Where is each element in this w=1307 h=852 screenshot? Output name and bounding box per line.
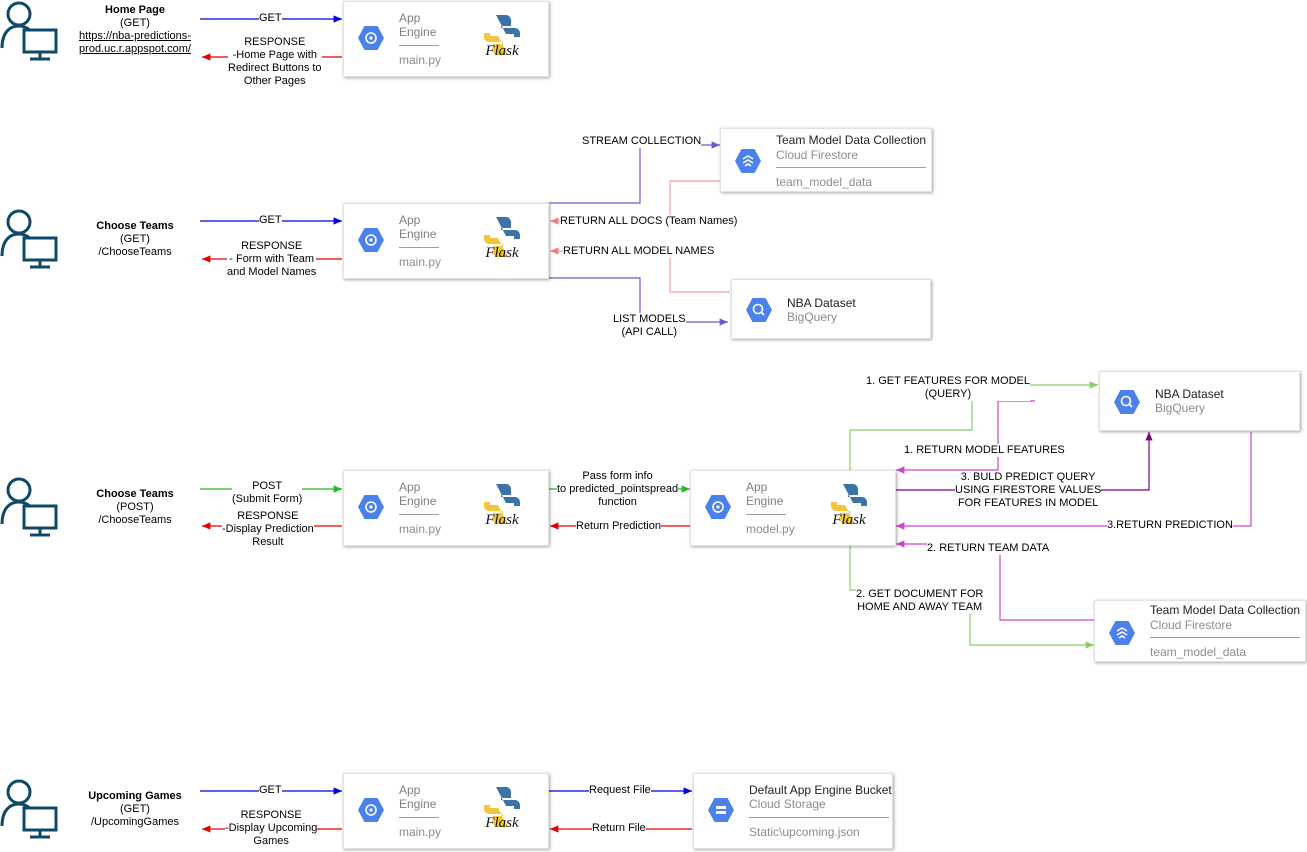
bigquery-sub: BigQuery — [787, 310, 838, 324]
edge-label: Return File — [592, 822, 646, 835]
edge-label: GET — [259, 214, 282, 227]
edge-label: Pass form info to predicted_pointspread … — [557, 470, 679, 509]
bigquery-title: NBA Dataset — [787, 296, 856, 310]
svg-text:Flask: Flask — [484, 43, 519, 59]
user-title: Upcoming Games — [88, 790, 182, 802]
edge-label: Return Prediction — [576, 520, 661, 533]
user-method: (GET) — [120, 17, 150, 29]
user-home-page: Home Page (GET) https://nba-predictions-… — [60, 4, 210, 56]
cloud-storage-card: Default App Engine Bucket Cloud Storage … — [693, 773, 893, 849]
firestore-title: Team Model Data Collection — [776, 133, 927, 147]
user-computer-icon — [0, 1, 58, 61]
edge-label: 1. GET FEATURES FOR MODEL (QUERY) — [866, 375, 1031, 401]
app-engine-title: App Engine — [399, 213, 437, 241]
app-engine-file: main.py — [399, 53, 442, 67]
edge-label: RESPONSE -Home Page with Redirect Button… — [228, 36, 322, 88]
firestore-card: Team Model Data Collection Cloud Firesto… — [720, 128, 932, 192]
edge-label: POST (Submit Form) — [232, 480, 303, 506]
edge-label: RETURN ALL DOCS (Team Names) — [560, 215, 738, 228]
user-title: Choose Teams — [96, 488, 174, 500]
user-method: (GET) — [120, 803, 150, 815]
app-engine-card: App Engine main.py Flask — [343, 1, 549, 77]
firestore-title: Team Model Data Collection — [1150, 603, 1301, 617]
user-path: /ChooseTeams — [98, 246, 172, 258]
edge-label: RESPONSE - Form with Team and Model Name… — [227, 240, 317, 279]
app-engine-icon — [358, 798, 384, 822]
bigquery-sub: BigQuery — [1155, 401, 1206, 415]
storage-title: Default App Engine Bucket — [749, 783, 892, 797]
flask-logo-icon: Flask — [484, 787, 520, 831]
app-engine-card: App Engine main.py Flask — [343, 773, 549, 849]
bigquery-title: NBA Dataset — [1155, 387, 1224, 401]
edge-label: RETURN ALL MODEL NAMES — [563, 245, 715, 258]
user-upcoming-games: Upcoming Games (GET) /UpcomingGames — [60, 790, 210, 829]
app-engine-title: App Engine — [746, 480, 784, 508]
bigquery-card: NBA Dataset BigQuery — [1099, 371, 1300, 431]
model-app-engine-card: App Engine model.py Flask — [690, 470, 896, 546]
storage-sub: Cloud Storage — [749, 797, 826, 811]
bigquery-icon — [1114, 390, 1140, 414]
edge-label: GET — [259, 12, 282, 25]
svg-text:Flask: Flask — [484, 512, 519, 528]
edge-label: 2. RETURN TEAM DATA — [927, 542, 1050, 555]
user-title: Choose Teams — [96, 220, 174, 232]
edge-label: 1. RETURN MODEL FEATURES — [904, 444, 1065, 457]
user-computer-icon — [0, 779, 58, 839]
edge-label: RESPONSE -Display Upcoming Games — [225, 809, 318, 848]
app-engine-title: App Engine — [399, 480, 437, 508]
user-title: Home Page — [105, 4, 165, 16]
edge-label: 2. GET DOCUMENT FOR HOME AND AWAY TEAM — [856, 588, 984, 614]
app-engine-file: main.py — [399, 825, 442, 839]
app-engine-file: main.py — [399, 522, 442, 536]
edge-label: Request File — [589, 784, 651, 797]
svg-text:Flask: Flask — [484, 245, 519, 261]
bigquery-card: NBA Dataset BigQuery — [731, 279, 931, 339]
svg-text:Flask: Flask — [484, 815, 519, 831]
app-engine-title: App Engine — [399, 783, 437, 811]
edge-label: GET — [259, 784, 282, 797]
user-computer-icon — [0, 209, 58, 269]
firestore-icon — [1109, 621, 1135, 645]
user-method: (POST) — [116, 501, 154, 513]
cloud-storage-icon — [708, 798, 734, 822]
flask-logo-icon: Flask — [831, 484, 867, 528]
user-choose-teams-post: Choose Teams (POST) /ChooseTeams — [60, 488, 210, 527]
edge-label: LIST MODELS (API CALL) — [613, 313, 686, 339]
app-engine-icon — [358, 26, 384, 50]
app-engine-card: App Engine main.py Flask — [343, 470, 549, 546]
firestore-card: Team Model Data Collection Cloud Firesto… — [1094, 600, 1306, 662]
app-engine-file: model.py — [746, 522, 795, 536]
user-choose-teams-get: Choose Teams (GET) /ChooseTeams — [60, 220, 210, 259]
bigquery-icon — [746, 298, 772, 322]
app-engine-title: App Engine — [399, 11, 437, 39]
user-path: /ChooseTeams — [98, 514, 172, 526]
flask-logo-icon: Flask — [484, 484, 520, 528]
user-computer-icon — [0, 477, 58, 537]
home-page-link[interactable]: https://nba-predictions- prod.uc.r.appsp… — [79, 30, 191, 55]
app-engine-icon — [705, 495, 731, 519]
firestore-icon — [735, 149, 761, 173]
flask-logo-icon: Flask — [484, 217, 520, 261]
edge-label: 3.RETURN PREDICTION — [1107, 519, 1233, 532]
edge-label: STREAM COLLECTION — [582, 135, 702, 148]
edge-label: RESPONSE -Display Prediction Result — [222, 510, 314, 549]
firestore-detail: team_model_data — [1150, 645, 1247, 659]
app-engine-icon — [358, 495, 384, 519]
flask-logo-icon: Flask — [484, 15, 520, 59]
storage-detail: Static\upcoming.json — [749, 825, 860, 839]
svg-text:Flask: Flask — [831, 512, 866, 528]
firestore-detail: team_model_data — [776, 175, 873, 189]
app-engine-file: main.py — [399, 255, 442, 269]
edge-label: 3. BULD PREDICT QUERY USING FIRESTORE VA… — [955, 471, 1102, 510]
app-engine-card: App Engine main.py Flask — [343, 203, 549, 279]
firestore-sub: Cloud Firestore — [1150, 618, 1233, 632]
app-engine-icon — [358, 228, 384, 252]
user-method: (GET) — [120, 233, 150, 245]
firestore-sub: Cloud Firestore — [776, 148, 859, 162]
user-path: /UpcomingGames — [90, 816, 180, 828]
